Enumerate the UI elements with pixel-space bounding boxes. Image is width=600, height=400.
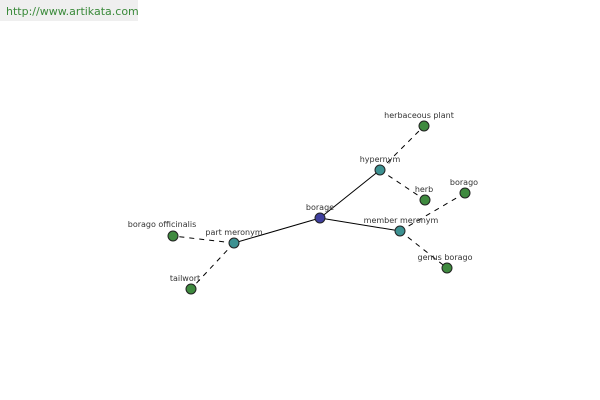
node-part-meronym[interactable] xyxy=(228,237,240,249)
edge-member-meronym-to-borago xyxy=(399,192,466,232)
node-label-borago-officinalis[interactable]: borago officinalis xyxy=(128,220,197,229)
edge-borage-to-member-meronym xyxy=(319,217,401,232)
graph-nodes xyxy=(167,120,471,295)
node-label-tailwort[interactable]: tailwort xyxy=(170,274,200,283)
node-borago-officinalis[interactable] xyxy=(167,230,179,242)
edge-borage-to-part-meronym xyxy=(233,217,321,244)
node-borage[interactable] xyxy=(314,212,326,224)
site-url-link[interactable]: http://www.artikata.com xyxy=(6,5,139,18)
graph-edges xyxy=(172,125,466,290)
edge-hypernym-to-herbaceous-plant xyxy=(379,125,425,171)
node-label-borage[interactable]: borage xyxy=(306,203,334,212)
edge-part-meronym-to-borago-officinalis xyxy=(172,235,235,244)
edge-part-meronym-to-tailwort xyxy=(190,242,235,290)
edge-member-meronym-to-genus-borago xyxy=(399,230,448,269)
url-bar: http://www.artikata.com xyxy=(0,0,139,21)
node-label-herb[interactable]: herb xyxy=(415,185,433,194)
node-member-meronym[interactable] xyxy=(394,225,406,237)
node-label-borago[interactable]: borago xyxy=(450,178,478,187)
edge-borage-to-hypernym xyxy=(319,169,381,219)
node-label-part-meronym[interactable]: part meronym xyxy=(205,228,262,237)
node-label-hypernym[interactable]: hypernym xyxy=(360,155,401,164)
node-borago[interactable] xyxy=(459,187,471,199)
node-tailwort[interactable] xyxy=(185,283,197,295)
node-label-herbaceous-plant[interactable]: herbaceous plant xyxy=(384,111,454,120)
node-label-member-meronym[interactable]: member meronym xyxy=(364,216,439,225)
node-herb[interactable] xyxy=(419,194,431,206)
node-herbaceous-plant[interactable] xyxy=(418,120,430,132)
node-hypernym[interactable] xyxy=(374,164,386,176)
node-genus-borago[interactable] xyxy=(441,262,453,274)
graph-labels: borage hypernym member meronym part meronym… xyxy=(128,111,478,283)
node-label-genus-borago[interactable]: genus borago xyxy=(418,253,473,262)
